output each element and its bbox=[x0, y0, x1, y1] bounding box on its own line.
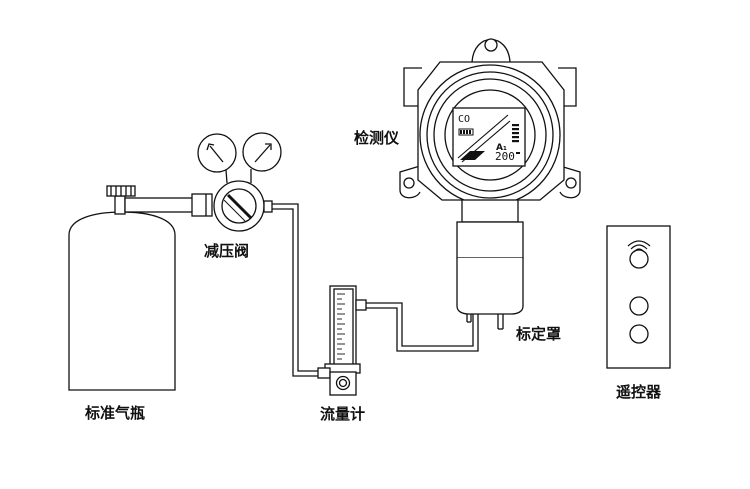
label-pressure-valve: 减压阀 bbox=[204, 242, 250, 260]
detector-display bbox=[452, 107, 526, 167]
remote-button-top bbox=[629, 249, 649, 269]
remote-button-middle bbox=[629, 296, 649, 316]
pressure-reducing-valve bbox=[191, 132, 282, 232]
label-calibration-cap: 标定罩 bbox=[516, 325, 562, 343]
calibration-cap bbox=[456, 221, 524, 330]
flow-meter-scale bbox=[337, 293, 345, 360]
label-remote-control: 遥控器 bbox=[616, 383, 662, 401]
label-detector: 检测仪 bbox=[354, 129, 400, 147]
gas-tube bbox=[272, 203, 318, 372]
remote-control bbox=[606, 225, 671, 369]
remote-button-bottom bbox=[629, 324, 649, 344]
display-address: A₁ bbox=[496, 143, 507, 153]
label-flow-meter: 流量计 bbox=[320, 405, 366, 423]
display-gas-code: CO bbox=[458, 114, 470, 125]
gas-tube-2 bbox=[366, 302, 474, 347]
gas-cylinder bbox=[68, 185, 194, 391]
label-gas-cylinder: 标准气瓶 bbox=[85, 404, 146, 422]
display-reading: 200 bbox=[495, 150, 515, 163]
pressure-gauge-right bbox=[242, 132, 282, 172]
pressure-gauge-left bbox=[197, 133, 237, 173]
flow-meter bbox=[317, 285, 367, 396]
wireless-signal-icon bbox=[627, 240, 651, 253]
